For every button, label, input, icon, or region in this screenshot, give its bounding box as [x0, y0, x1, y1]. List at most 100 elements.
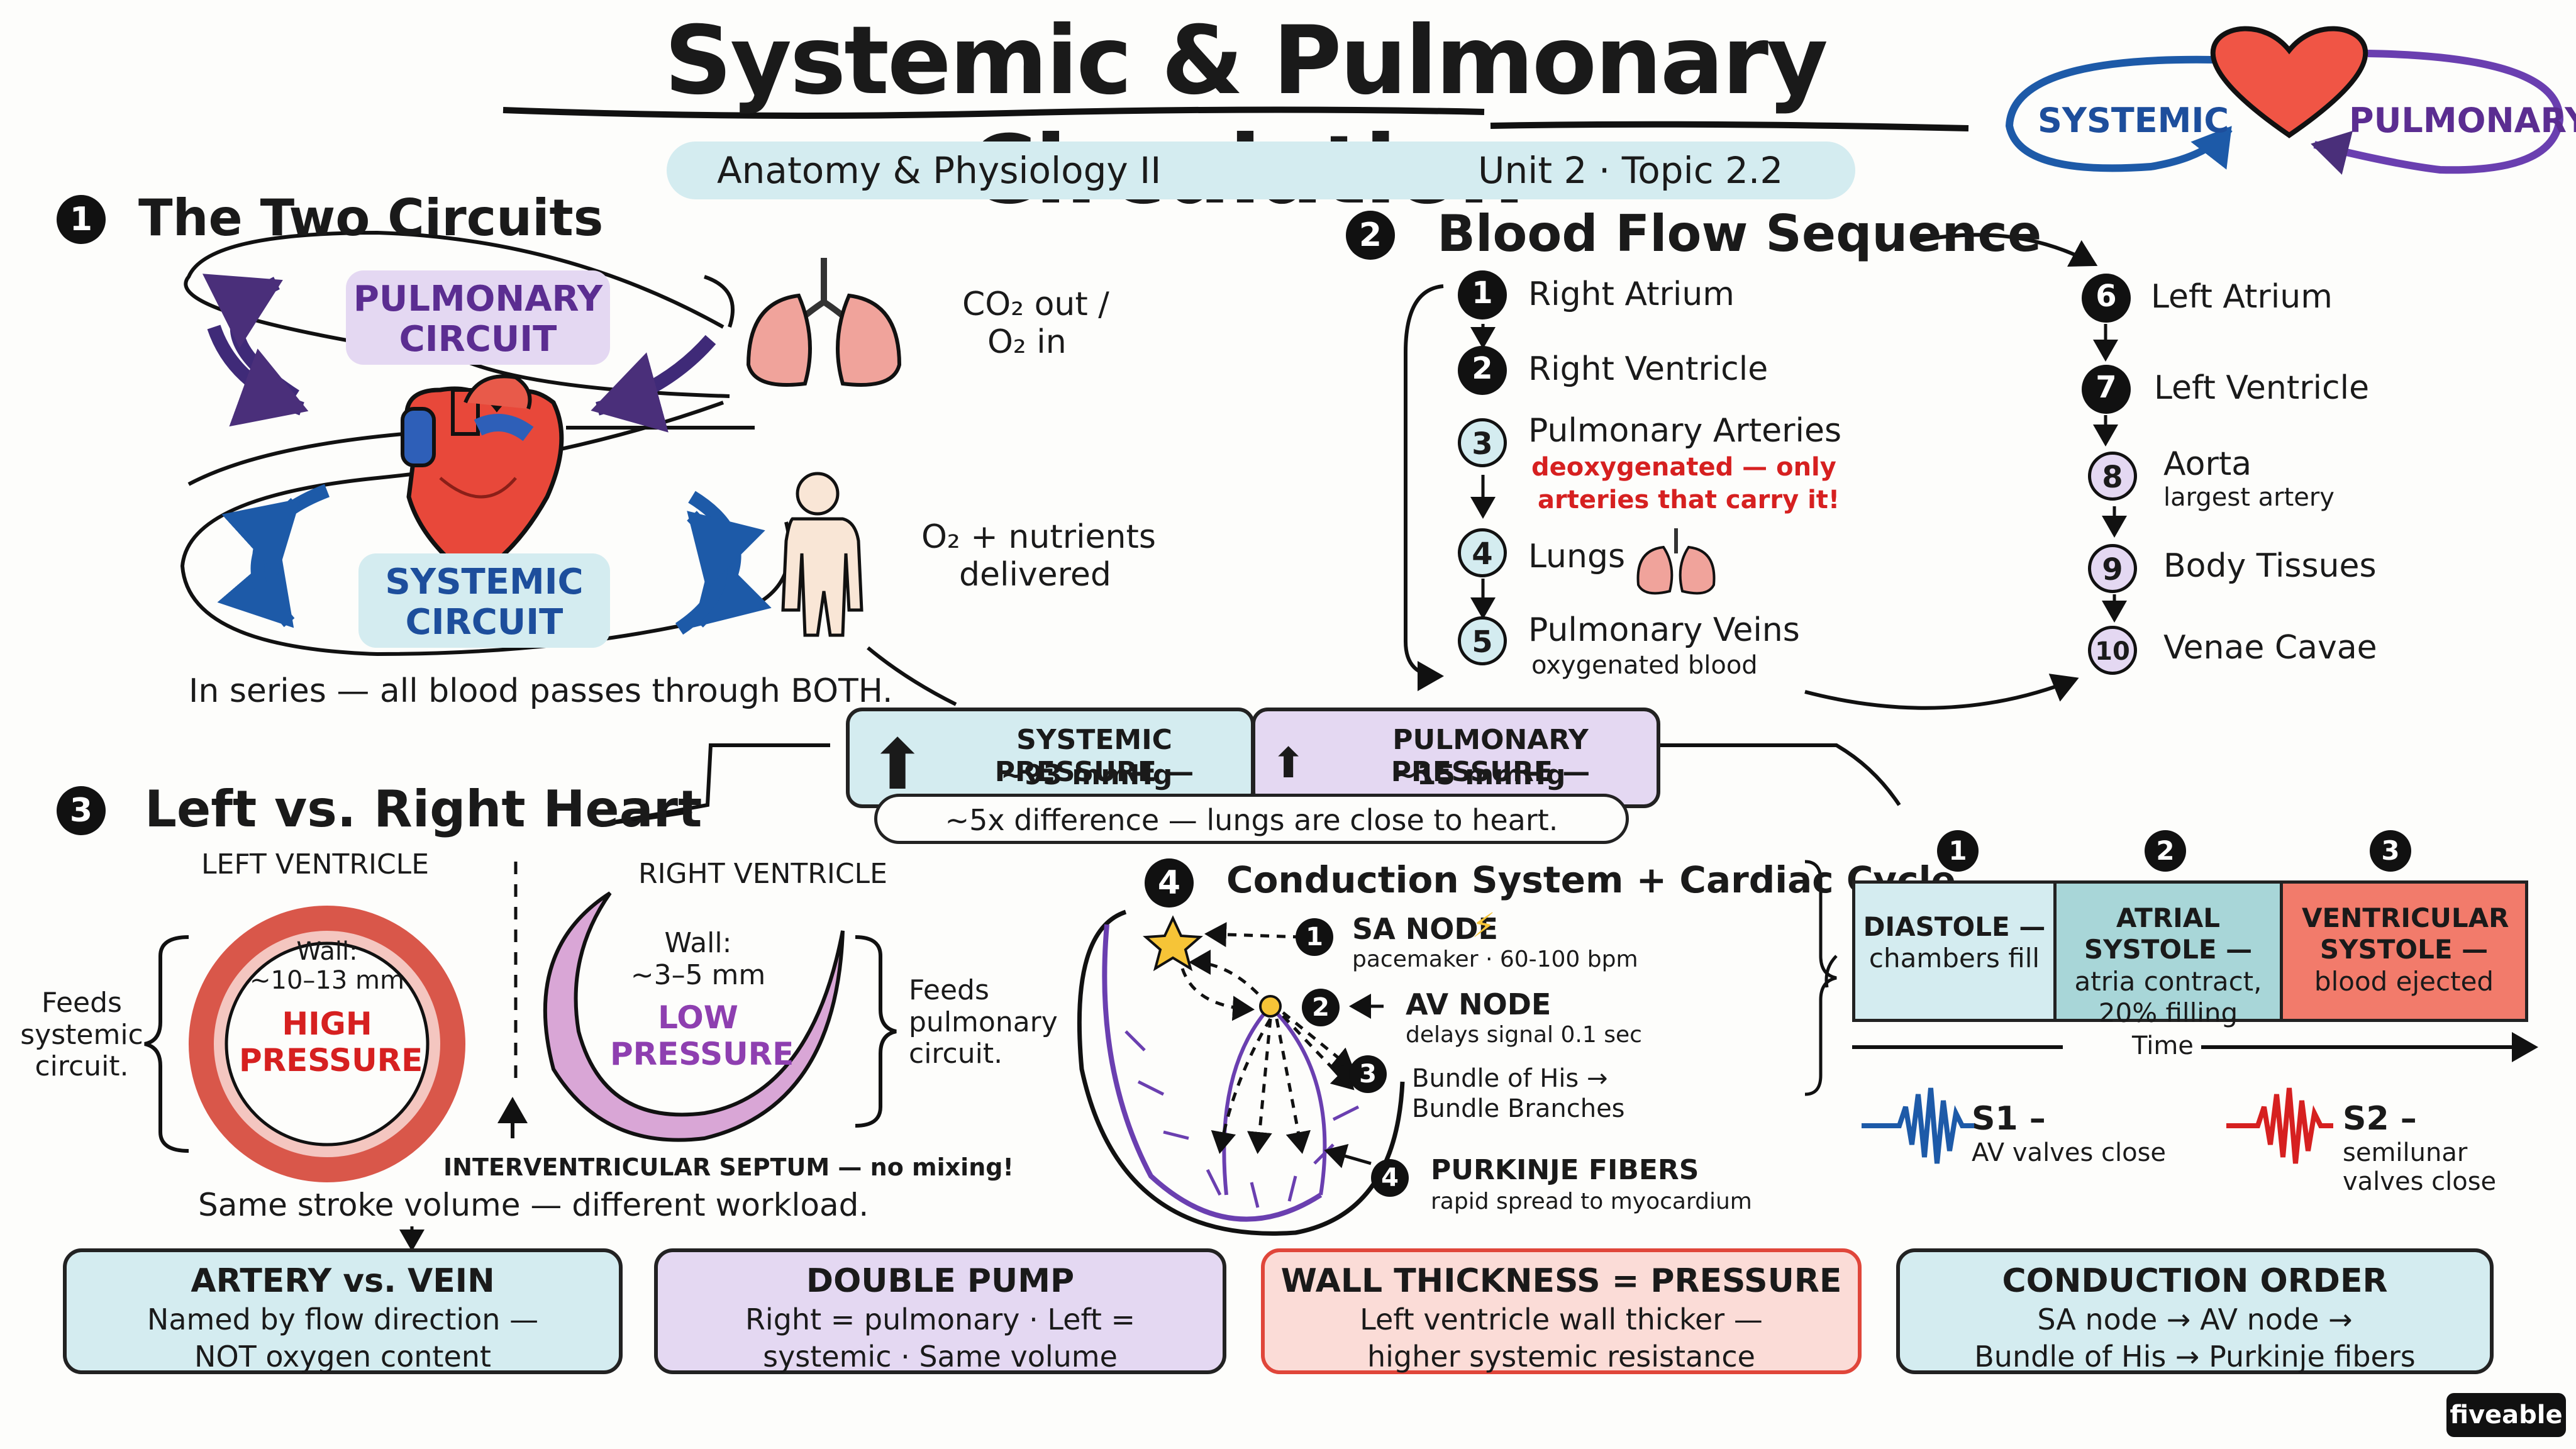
s2-waveform-icon — [2226, 1087, 2333, 1164]
right-ventricle-title: RIGHT VENTRICLE — [638, 858, 887, 890]
high-pressure-label: HIGH PRESSURE — [239, 1006, 423, 1079]
flow-step-6-number: 6 — [2082, 274, 2131, 323]
conduction-node-1-number: 1 — [1296, 918, 1333, 956]
pulmonary-circuit-line1: PULMONARY — [353, 279, 603, 319]
summary-1-line1: Named by flow direction — — [147, 1302, 539, 1336]
flow-step-2-label: Right Ventricle — [1528, 350, 1768, 388]
right-feeds-line2: pulmonary — [909, 1006, 1058, 1038]
right-wall-line1: Wall: — [664, 927, 732, 959]
section-3-number: 3 — [57, 786, 106, 835]
anatomical-heart-icon — [401, 374, 564, 582]
right-feeds-line3: circuit. — [909, 1038, 1003, 1070]
phase-2-note: atria contract, 20% filling — [2074, 965, 2262, 1029]
systemic-pressure-line1: SYSTEMIC PRESSURE — — [994, 724, 1194, 788]
systemic-circuit-label: SYSTEMIC CIRCUIT — [358, 553, 610, 648]
conduction-node-1-note: pacemaker · 60-100 bpm — [1352, 947, 1638, 972]
fiveable-logo: fiveable — [2446, 1393, 2566, 1437]
phase-diastole: DIASTOLE — chambers fill — [1852, 880, 2057, 1022]
lungs-note-line2: O₂ in — [987, 323, 1067, 361]
summary-double-pump: DOUBLE PUMP Right = pulmonary · Left = s… — [654, 1248, 1226, 1374]
left-ventricle-title: LEFT VENTRICLE — [201, 848, 429, 880]
summary-4-line2: Bundle of His → Purkinje fibers — [1974, 1340, 2416, 1374]
s1-title: S1 – — [1972, 1100, 2046, 1138]
low-pressure-line2: PRESSURE — [610, 1035, 794, 1072]
summary-3-line2: higher systemic resistance — [1367, 1340, 1755, 1374]
conduction-node-3-label: Bundle of His → — [1412, 1064, 1608, 1093]
phase-3-title: VENTRICULAR SYSTOLE — — [2302, 902, 2509, 965]
left-feeds-line2: systemic — [20, 1018, 143, 1051]
summary-3-line1: Left ventricle wall thicker — — [1360, 1302, 1763, 1336]
summary-wall-thickness: WALL THICKNESS = PRESSURE Left ventricle… — [1261, 1248, 1862, 1374]
s1-description: AV valves close — [1972, 1138, 2167, 1167]
lightning-icon: ⚡ — [1472, 906, 1496, 945]
body-note-line2: delivered — [959, 555, 1111, 594]
summary-2-line1: Right = pulmonary · Left = — [745, 1302, 1136, 1336]
section-2-title: Blood Flow Sequence — [1437, 204, 2042, 263]
flow-step-8-number: 8 — [2088, 452, 2137, 501]
section-3-title: Left vs. Right Heart — [145, 780, 702, 838]
s2-title: S2 – — [2343, 1100, 2417, 1138]
septum-label: INTERVENTRICULAR SEPTUM — no mixing! — [443, 1153, 1014, 1181]
s2-description-line2: valves close — [2343, 1167, 2497, 1196]
conduction-node-4-number: 4 — [1371, 1159, 1409, 1197]
heart-icon — [2210, 26, 2368, 138]
time-axis-label: Time — [2132, 1031, 2194, 1060]
phase-2-title: ATRIAL SYSTOLE — — [2084, 902, 2253, 965]
flow-step-4-number: 4 — [1458, 528, 1507, 577]
conduction-node-1-label: SA NODE — [1352, 912, 1498, 946]
s1-sound-note: S1 – AV valves close — [1972, 1100, 2167, 1167]
flow-step-5-label: Pulmonary Veins — [1528, 611, 1800, 649]
pulmonary-circuit-label: PULMONARY CIRCUIT — [346, 270, 610, 365]
flow-step-8-label: Aorta — [2163, 445, 2252, 483]
phase-atrial-systole: ATRIAL SYSTOLE — atria contract, 20% fil… — [2053, 880, 2283, 1028]
pulmonary-pressure-line1: PULMONARY PRESSURE — — [1391, 724, 1591, 788]
systemic-circuit-line1: SYSTEMIC — [385, 562, 584, 602]
sa-node-star-icon — [1143, 915, 1203, 972]
subtitle-bar: Anatomy & Physiology II Unit 2 · Topic 2… — [667, 142, 1855, 199]
right-feeds-note: Feeds pulmonary circuit. — [909, 974, 1058, 1070]
summary-2-line2: systemic · Same volume — [763, 1340, 1118, 1374]
human-body-icon — [781, 472, 863, 637]
flow-step-10-label: Venae Cavae — [2163, 629, 2377, 667]
left-feeds-line3: circuit. — [35, 1050, 129, 1083]
lungs-note-line1: CO₂ out / — [962, 286, 1109, 323]
low-pressure-label: LOW PRESSURE — [610, 999, 794, 1072]
section-1-caption: In series — all blood passes through BOT… — [189, 672, 893, 710]
right-ventricle-crescent — [543, 891, 845, 1142]
left-wall-line2: ~10–13 mm — [250, 966, 404, 995]
flow-step-3-number: 3 — [1458, 418, 1507, 467]
section-2-number: 2 — [1346, 211, 1395, 260]
conduction-node-2-label: AV NODE — [1406, 987, 1552, 1021]
flow-step-3-label: Pulmonary Arteries — [1528, 412, 1842, 450]
badge-purple-loop — [2311, 50, 2564, 175]
badge-blue-loop — [2005, 55, 2233, 172]
flow-step-8-note: largest artery — [2163, 483, 2334, 512]
pulmonary-circuit-line2: CIRCUIT — [399, 319, 557, 360]
phase-1-number: 1 — [1937, 830, 1979, 872]
flow-step-2-number: 2 — [1458, 346, 1507, 395]
pressure-difference-note: ~5x difference — lungs are close to hear… — [874, 794, 1629, 844]
summary-2-title: DOUBLE PUMP — [806, 1262, 1075, 1300]
left-feeds-line1: Feeds — [42, 987, 122, 1019]
flow-step-5-number: 5 — [1458, 616, 1507, 665]
right-wall-line2: ~3–5 mm — [630, 958, 766, 991]
s2-description-line1: semilunar — [2343, 1138, 2468, 1167]
pulmonary-pressure-line2: ~15 mmHg — [1394, 759, 1566, 791]
conduction-node-3-note: Bundle Branches — [1412, 1094, 1625, 1123]
flow-step-1-label: Right Atrium — [1528, 275, 1735, 313]
section-4-title: Conduction System + Cardiac Cycle — [1226, 858, 1956, 901]
flow-step-7-label: Left Ventricle — [2154, 369, 2370, 407]
flow-step-9-label: Body Tissues — [2163, 547, 2377, 585]
phase-3-number: 3 — [2370, 830, 2411, 872]
phase-3-note: blood ejected — [2314, 965, 2494, 997]
conduction-node-4-label: PURKINJE FIBERS — [1431, 1154, 1699, 1186]
flow-step-1-number: 1 — [1458, 270, 1507, 319]
conduction-node-2-note: delays signal 0.1 sec — [1406, 1022, 1642, 1048]
conduction-node-4-note: rapid spread to myocardium — [1431, 1189, 1752, 1214]
unit-topic: Unit 2 · Topic 2.2 — [1478, 149, 1784, 192]
arrow-up-icon: ⬆ — [869, 724, 927, 805]
low-pressure-line1: LOW — [658, 999, 738, 1036]
summary-1-line2: NOT oxygen content — [194, 1340, 491, 1374]
flow-step-9-number: 9 — [2088, 544, 2137, 593]
